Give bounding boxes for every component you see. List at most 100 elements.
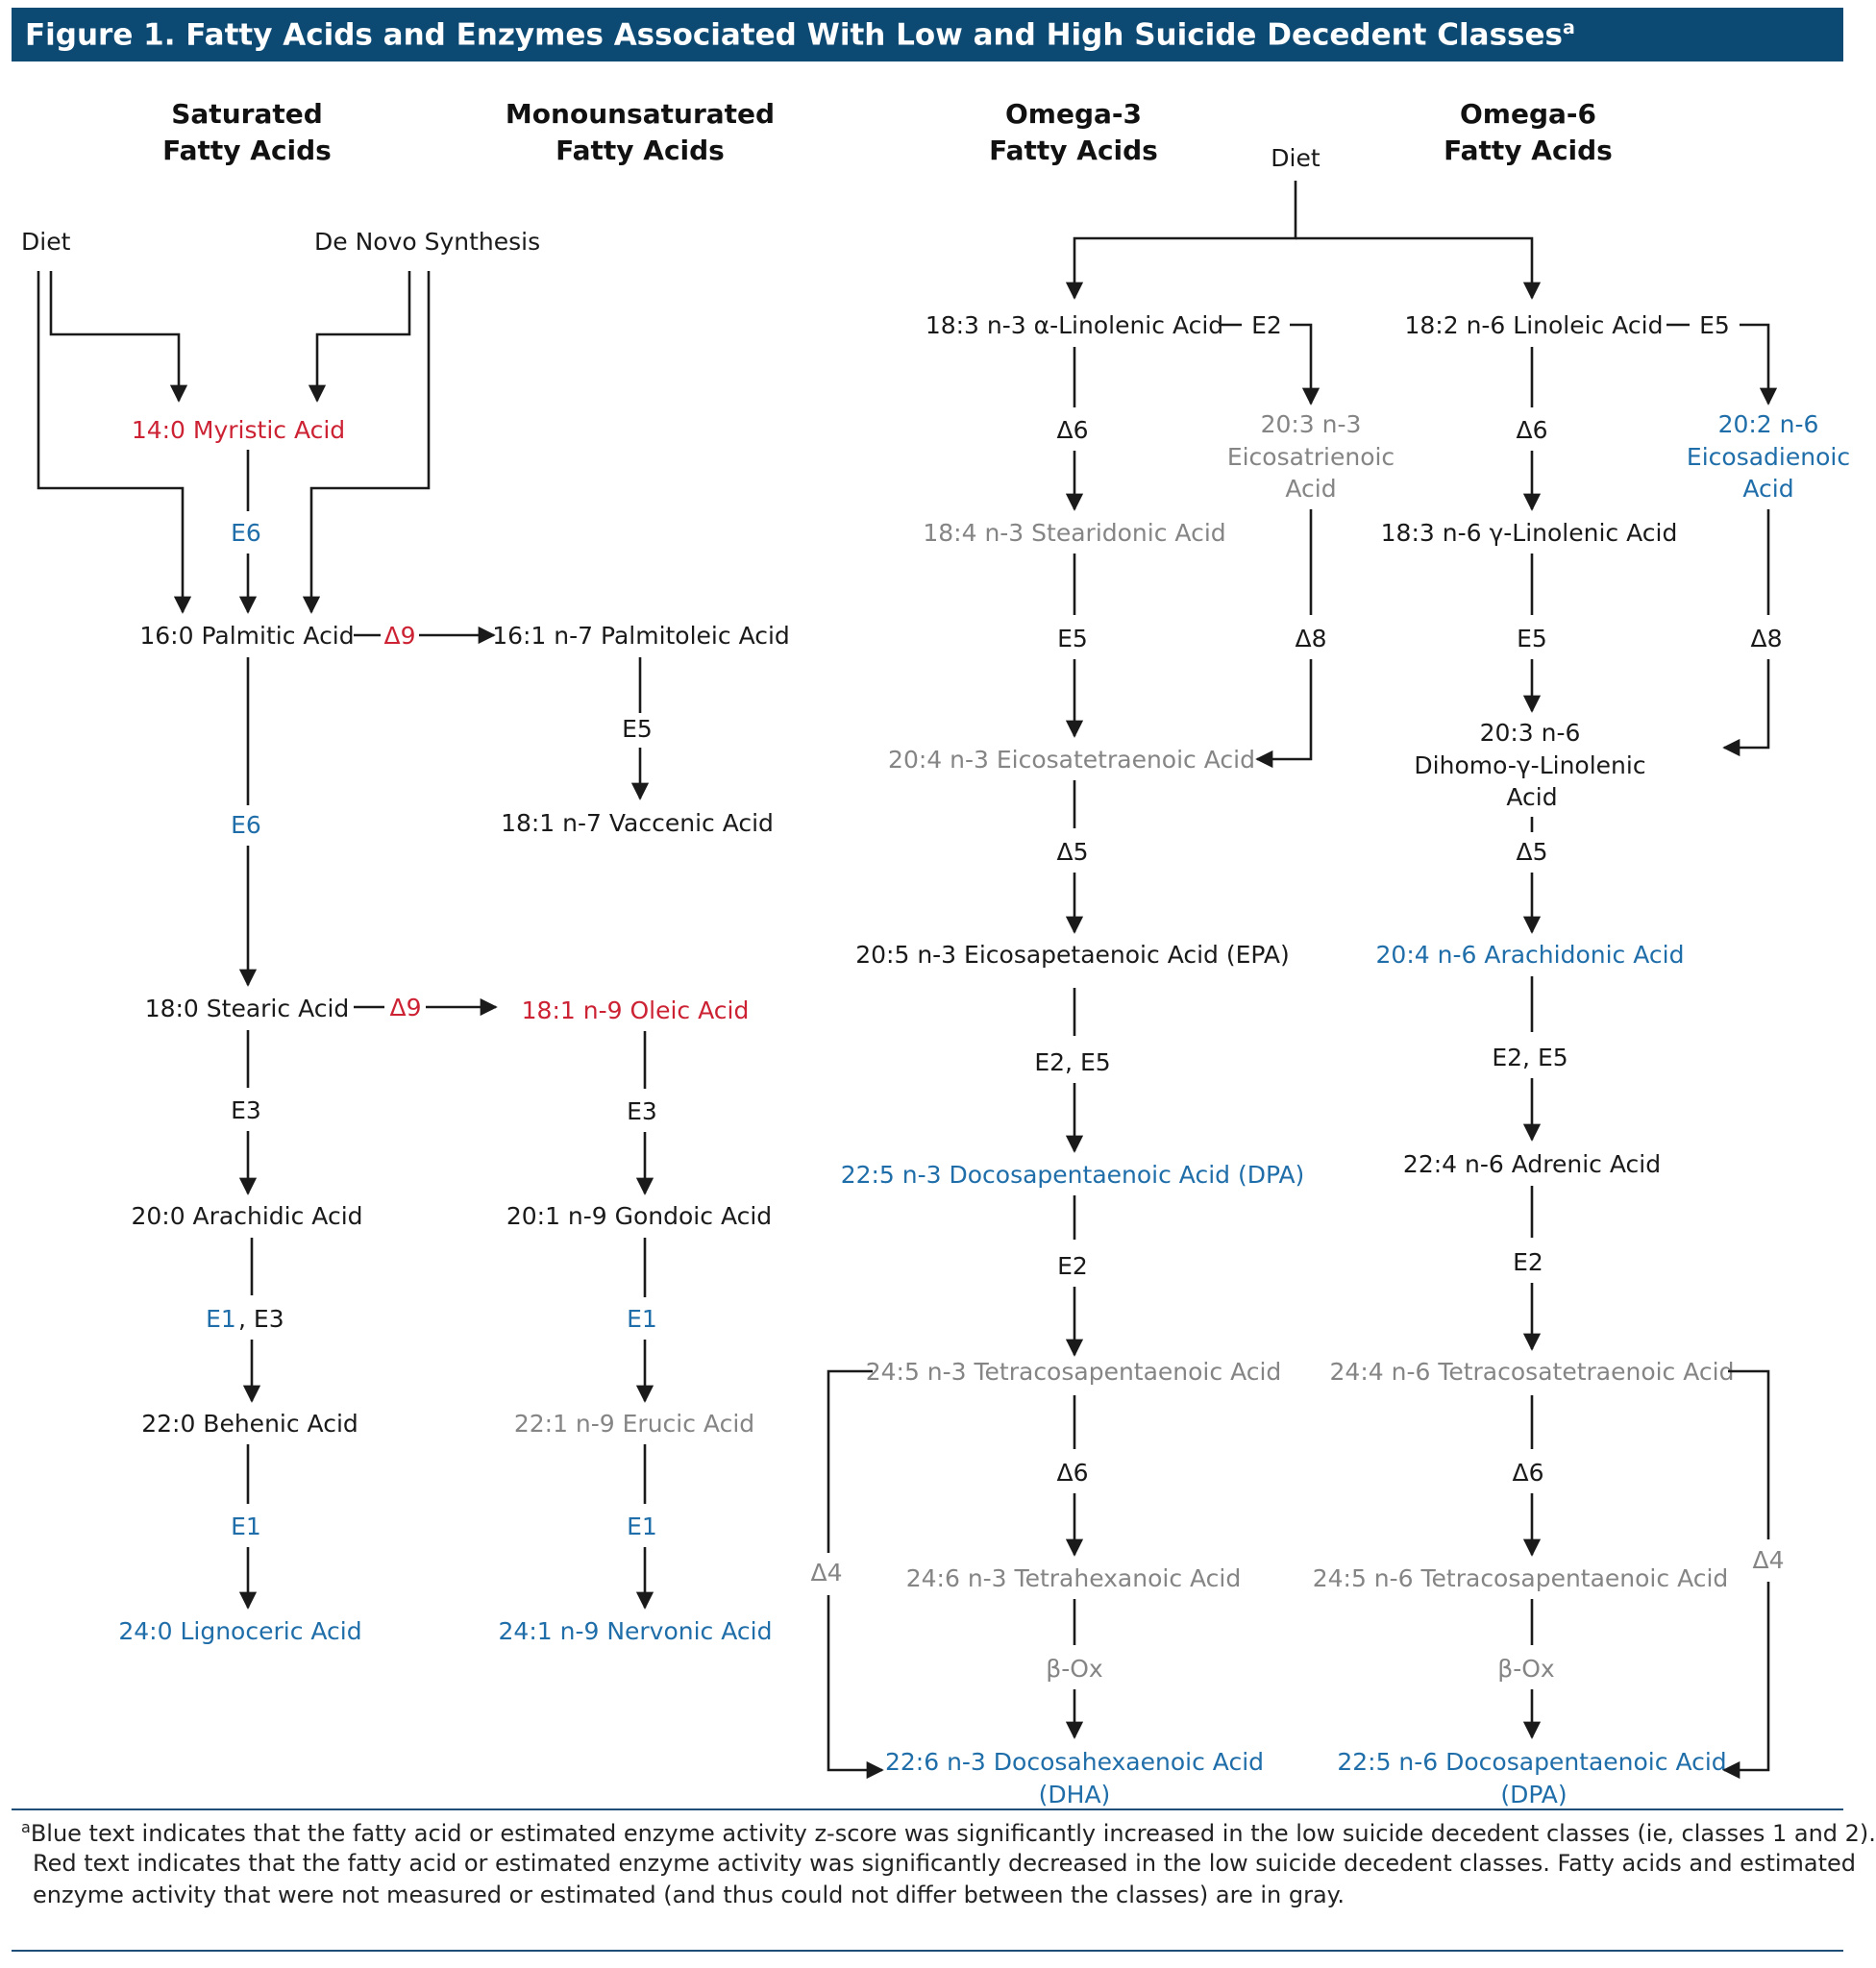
node-eicosadienoic-line1: 20:2 n-6 [1718, 410, 1819, 438]
header-saturated-line2: Fatty Acids [162, 135, 332, 166]
node-eicosadienoic-line2: Eicosadienoic [1687, 443, 1850, 471]
enzyme-delta5-omega6: Δ5 [1516, 838, 1547, 866]
arrow-denovo-to-palmitic [302, 271, 431, 614]
node-myristic-acid: 14:0 Myristic Acid [132, 416, 345, 444]
enzyme-e1-last-saturated: E1 [231, 1513, 261, 1540]
header-omega6-line2: Fatty Acids [1444, 135, 1613, 166]
node-dpa-n3: 22:5 n-3 Docosapentaenoic Acid (DPA) [841, 1161, 1305, 1189]
footnote-line3: enzyme activity that were not measured o… [33, 1882, 1345, 1908]
enzyme-e2-omega3-side: E2 [1251, 311, 1282, 339]
node-linoleic-acid: 18:2 n-6 Linoleic Acid [1404, 311, 1663, 339]
enzyme-delta6-omega3-b: Δ6 [1056, 1459, 1088, 1487]
arrow-e2-to-eicosatrienoic [1290, 323, 1321, 406]
node-gamma-linolenic-acid: 18:3 n-6 γ-Linolenic Acid [1381, 519, 1678, 547]
enzyme-e5-omega3: E5 [1057, 625, 1088, 652]
enzyme-delta9-stearic: Δ9 [389, 994, 421, 1021]
node-dgla-line1: 20:3 n-6 [1480, 719, 1581, 747]
node-nervonic-acid: 24:1 n-9 Nervonic Acid [499, 1617, 773, 1645]
node-arachidic-acid: 20:0 Arachidic Acid [131, 1202, 362, 1230]
enzyme-delta4-omega3: Δ4 [810, 1559, 842, 1587]
arrow-d8-to-dgla [1722, 659, 1770, 757]
node-palmitoleic-acid: 16:1 n-7 Palmitoleic Acid [492, 622, 790, 650]
footnote-marker: a [21, 1818, 31, 1836]
arrow-d4-to-dpa-n6 [1722, 1582, 1770, 1780]
node-eicosatrienoic-line1: 20:3 n-3 [1261, 410, 1362, 438]
line-d4-omega6-upper [1728, 1369, 1770, 1539]
node-dha-line1: 22:6 n-3 Docosahexaenoic Acid [885, 1748, 1264, 1776]
footnote-line1: aBlue text indicates that the fatty acid… [21, 1818, 1876, 1847]
enzyme-e6-upper: E6 [231, 519, 261, 547]
arrow-denovo-to-myristic [308, 271, 411, 403]
arrow-d4-to-dha [827, 1595, 884, 1780]
header-monounsaturated-line1: Monounsaturated [506, 98, 775, 130]
node-dha-line2: (DHA) [1039, 1781, 1111, 1808]
node-eicosatrienoic-line3: Acid [1285, 475, 1336, 503]
node-gondoic-acid: 20:1 n-9 Gondoic Acid [506, 1202, 772, 1230]
node-stearic-acid: 18:0 Stearic Acid [145, 995, 350, 1022]
arrow-e5-to-eicosadienoic [1740, 323, 1778, 406]
header-saturated-line1: Saturated [171, 98, 323, 130]
header-monounsaturated-line2: Fatty Acids [555, 135, 725, 166]
node-erucic-acid: 22:1 n-9 Erucic Acid [514, 1410, 754, 1438]
enzyme-e3-mono: E3 [627, 1097, 657, 1125]
node-oleic-acid: 18:1 n-9 Oleic Acid [522, 996, 750, 1024]
enzyme-e2e5-omega3: E2, E5 [1034, 1048, 1110, 1076]
enzyme-beta-ox-omega3: β-Ox [1046, 1655, 1102, 1683]
node-dgla-line3: Acid [1506, 783, 1557, 811]
enzyme-e5-omega6: E5 [1517, 625, 1547, 652]
enzyme-delta6-omega6-a: Δ6 [1516, 416, 1547, 444]
enzyme-delta6-omega3-a: Δ6 [1056, 416, 1088, 444]
source-de-novo-synthesis: De Novo Synthesis [314, 228, 540, 256]
node-alpha-linolenic-acid: 18:3 n-3 α-Linolenic Acid [926, 311, 1223, 339]
arrow-diet-to-myristic [49, 271, 188, 403]
enzyme-delta4-omega6: Δ4 [1752, 1546, 1784, 1574]
title-footnote-marker: a [1562, 17, 1575, 38]
node-adrenic-acid: 22:4 n-6 Adrenic Acid [1403, 1150, 1661, 1178]
enzyme-e5-omega6-side: E5 [1699, 311, 1730, 339]
enzyme-e1-mono-a: E1 [627, 1305, 657, 1333]
node-behenic-acid: 22:0 Behenic Acid [141, 1410, 358, 1438]
enzyme-delta6-omega6-b: Δ6 [1512, 1459, 1543, 1487]
enzyme-e1-mono-b: E1 [627, 1513, 657, 1540]
enzyme-delta9-palmitic: Δ9 [383, 622, 415, 650]
enzyme-e2-omega6: E2 [1513, 1248, 1543, 1276]
header-omega3-line2: Fatty Acids [989, 135, 1158, 166]
arrow-diet-to-ala [1065, 181, 1297, 300]
enzyme-e3-saturated-second: , E3 [238, 1305, 284, 1333]
footnote: aBlue text indicates that the fatty acid… [12, 1808, 1876, 1952]
node-palmitic-acid: 16:0 Palmitic Acid [139, 622, 354, 650]
arrow-d8-to-eicosatetraenoic [1255, 659, 1313, 769]
node-dpa-n6-line1: 22:5 n-6 Docosapentaenoic Acid [1337, 1748, 1726, 1776]
enzyme-e3-saturated: E3 [231, 1096, 261, 1124]
enzyme-delta5-omega3: Δ5 [1056, 838, 1088, 866]
enzyme-e6-lower: E6 [231, 811, 261, 839]
node-arachidonic-acid: 20:4 n-6 Arachidonic Acid [1376, 941, 1685, 969]
node-epa: 20:5 n-3 Eicosapetaenoic Acid (EPA) [855, 941, 1290, 969]
enzyme-e5-mono: E5 [622, 715, 653, 743]
header-omega6-line1: Omega-6 [1460, 98, 1596, 130]
node-eicosatrienoic-line2: Eicosatrienoic [1227, 443, 1395, 471]
arrow-diet-to-linoleic [1296, 236, 1542, 300]
node-lignoceric-acid: 24:0 Lignoceric Acid [118, 1617, 361, 1645]
line-d4-omega3-upper [827, 1369, 873, 1553]
node-eicosadienoic-line3: Acid [1742, 475, 1793, 503]
node-eicosatetraenoic-acid: 20:4 n-3 Eicosatetraenoic Acid [888, 746, 1255, 774]
enzyme-beta-ox-omega6: β-Ox [1497, 1655, 1554, 1683]
node-vaccenic-acid: 18:1 n-7 Vaccenic Acid [501, 809, 774, 837]
enzyme-e1-saturated: E1 [206, 1305, 236, 1333]
enzyme-e2e5-omega6: E2, E5 [1492, 1044, 1567, 1071]
node-stearidonic-acid: 18:4 n-3 Stearidonic Acid [923, 519, 1225, 547]
header-omega3-line1: Omega-3 [1005, 98, 1142, 130]
arrow-diet-to-palmitic [37, 271, 192, 614]
node-dpa-n6-line2: (DPA) [1500, 1781, 1567, 1808]
figure-title: Figure 1. Fatty Acids and Enzymes Associ… [25, 17, 1575, 53]
node-tetrahexanoic-acid: 24:6 n-3 Tetrahexanoic Acid [906, 1564, 1242, 1592]
node-dgla-line2: Dihomo-γ-Linolenic [1414, 751, 1645, 779]
enzyme-e2-omega3: E2 [1057, 1252, 1088, 1280]
fatty-acid-pathway-diagram: Saturated Fatty Acids Monounsaturated Fa… [21, 98, 1850, 1808]
footnote-line2: Red text indicates that the fatty acid o… [33, 1850, 1857, 1877]
source-diet-left: Diet [21, 228, 71, 256]
source-diet-top: Diet [1271, 144, 1321, 172]
node-tetracosapentaenoic-n6: 24:5 n-6 Tetracosapentaenoic Acid [1313, 1564, 1729, 1592]
node-tetracosapentaenoic-n3: 24:5 n-3 Tetracosapentaenoic Acid [866, 1358, 1282, 1386]
